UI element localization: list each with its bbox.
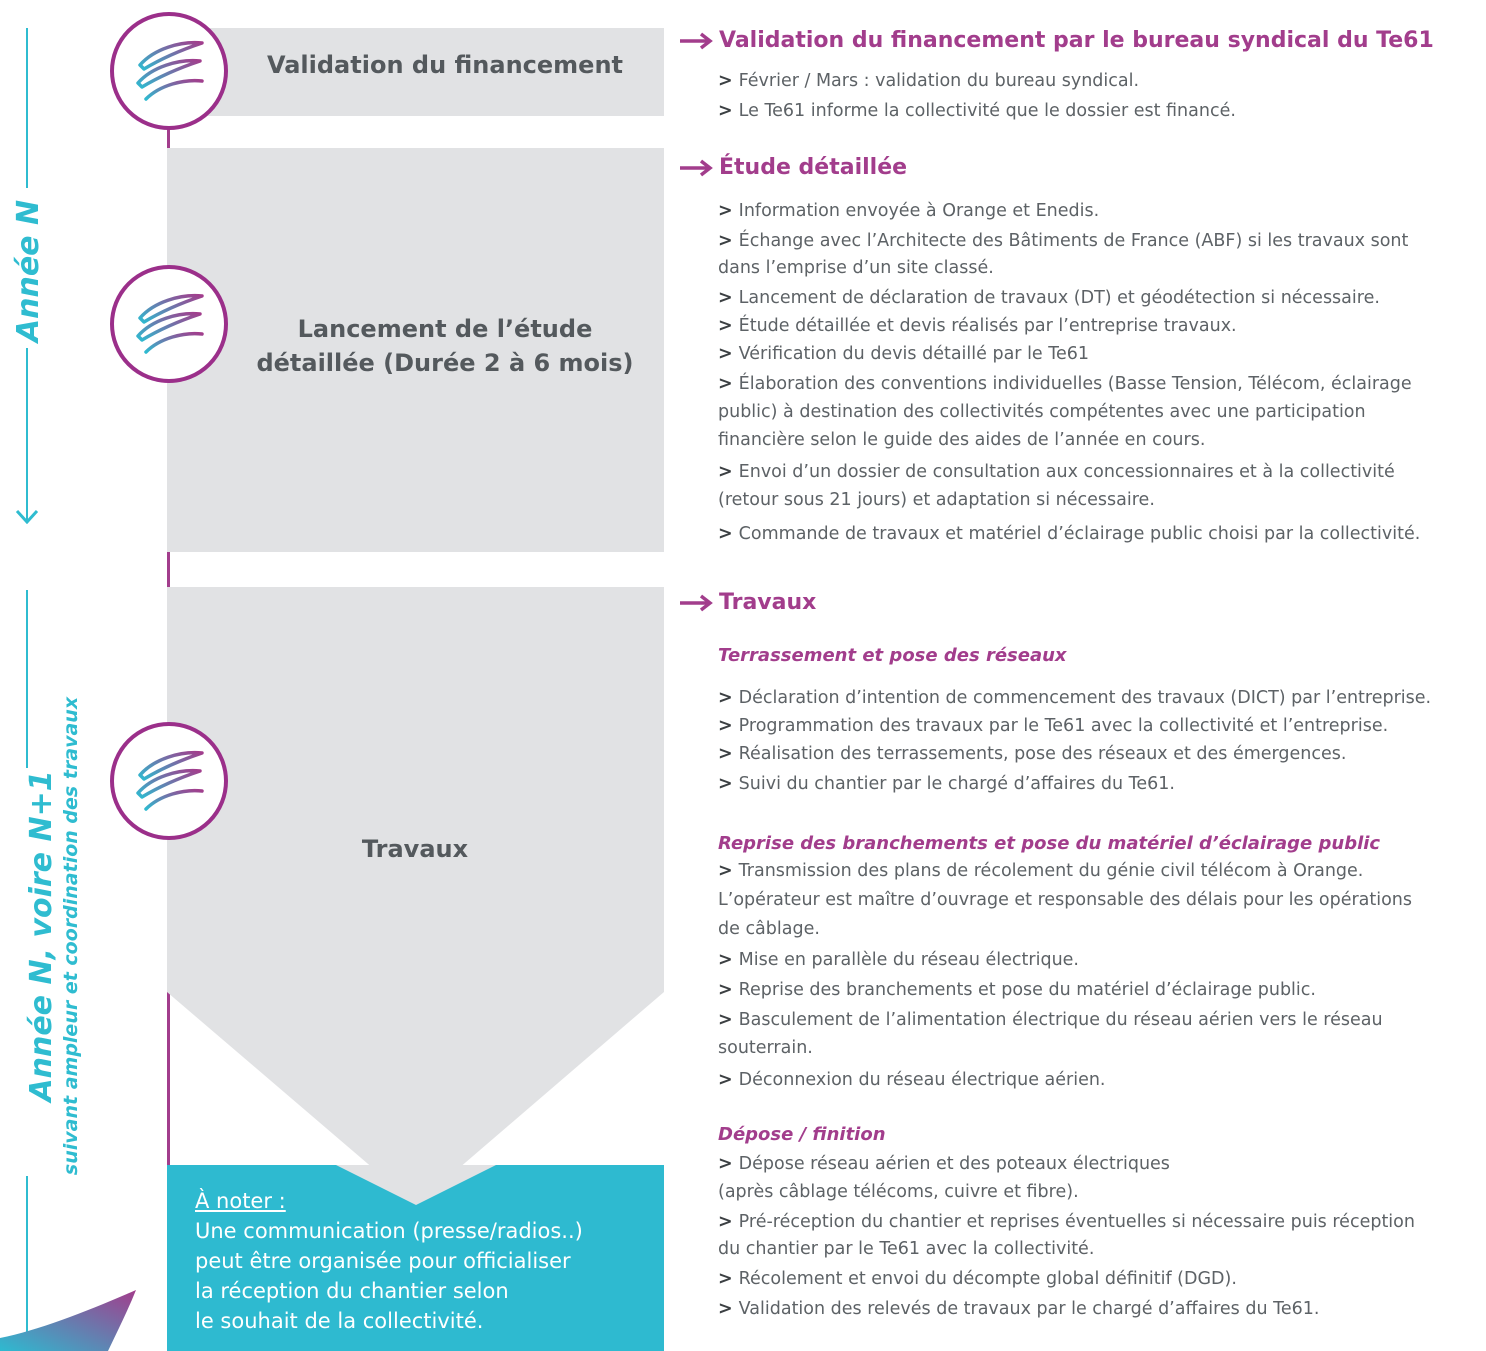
list-item: >Reprise des branchements et pose du mat…: [718, 980, 1316, 1000]
step-badge: [110, 722, 228, 840]
list-item: >Programmation des travaux par le Te61 a…: [718, 716, 1389, 736]
swoosh-logo-icon: [136, 750, 204, 811]
section-title-travaux: Travaux: [679, 590, 816, 615]
note-line: peut être organisée pour officialiser: [195, 1249, 571, 1273]
logo-corner-icon: [0, 1290, 136, 1351]
arrow-down-icon: [16, 510, 38, 524]
note-line: la réception du chantier selon: [195, 1279, 509, 1303]
list-item: >Récolement et envoi du décompte global …: [718, 1269, 1237, 1289]
subsection-title-terrassement: Terrassement et pose des réseaux: [718, 645, 1067, 666]
list-item: >Mise en parallèle du réseau électrique.: [718, 950, 1079, 970]
list-item: >Étude détaillée et devis réalisés par l…: [718, 316, 1237, 336]
list-item: >Transmission des plans de récolement du…: [718, 861, 1364, 881]
step-title-travaux: Travaux: [361, 835, 469, 863]
list-item: >Réalisation des terrassements, pose des…: [718, 744, 1347, 764]
list-item: >Février / Mars : validation du bureau s…: [718, 71, 1140, 91]
arrow-right-icon: [680, 159, 713, 177]
step-title-validation: Validation du financement: [266, 51, 624, 79]
list-item: >Basculement de l’alimentation électriqu…: [718, 1010, 1383, 1030]
step-badge: [110, 265, 228, 383]
subsection-title-depose: Dépose / finition: [718, 1124, 886, 1145]
list-item: >Information envoyée à Orange et Enedis.: [718, 201, 1100, 221]
list-item: >Validation des relevés de travaux par l…: [718, 1299, 1320, 1319]
period-line-top: [26, 28, 28, 188]
list-item-continued: (après câblage télécoms, cuivre et fibre…: [718, 1182, 1079, 1202]
list-item-continued: L’opérateur est maître d’ouvrage et resp…: [718, 890, 1413, 910]
note-title: À noter :: [195, 1189, 286, 1213]
period-line-bottom: [26, 1176, 28, 1346]
note-line: Une communication (presse/radios..): [195, 1219, 583, 1243]
subsection-title-reprise: Reprise des branchements et pose du maté…: [718, 833, 1381, 854]
list-item-continued: (retour sous 21 jours) et adaptation si …: [718, 490, 1155, 510]
list-item: >Suivi du chantier par le chargé d’affai…: [718, 774, 1175, 794]
note-box: À noter : Une communication (presse/radi…: [167, 1165, 664, 1351]
list-item: >Échange avec l’Architecte des Bâtiments…: [718, 231, 1409, 251]
list-item: >Pré-réception du chantier et reprises é…: [718, 1212, 1415, 1232]
step-title-etude: Lancement de l’étude détaillée (Durée 2 …: [256, 315, 634, 377]
list-item: >Vérification du devis détaillé par le T…: [718, 344, 1090, 364]
period-line-bottom: [26, 348, 28, 520]
list-item: >Déconnexion du réseau électrique aérien…: [718, 1070, 1106, 1090]
arrow-right-icon: [680, 594, 713, 612]
list-item: >Déclaration d’intention de commencement…: [718, 688, 1432, 708]
list-item: >Envoi d’un dossier de consultation aux …: [718, 462, 1395, 482]
step-block-validation: [167, 28, 664, 116]
list-item: >Commande de travaux et matériel d’éclai…: [718, 524, 1421, 544]
period-line-top: [26, 590, 28, 768]
section-title-etude: Étude détaillée: [679, 155, 907, 180]
swoosh-logo-icon: [136, 40, 204, 101]
list-item-continued: du chantier par le Te61 avec la collecti…: [718, 1239, 1095, 1259]
arrow-right-icon: [680, 32, 713, 50]
step-block-etude: [167, 148, 664, 552]
list-item-continued: souterrain.: [718, 1038, 813, 1058]
note-line: le souhait de la collectivité.: [195, 1309, 484, 1333]
list-item-continued: dans l’emprise d’un site classé.: [718, 258, 994, 278]
swoosh-logo-icon: [136, 293, 204, 354]
list-item-continued: de câblage.: [718, 919, 820, 939]
step-badge: [110, 12, 228, 130]
list-item: >Lancement de déclaration de travaux (DT…: [718, 288, 1380, 308]
list-item: >Élaboration des conventions individuell…: [718, 374, 1412, 394]
section-title-validation: Validation du financement par le bureau …: [679, 28, 1434, 53]
chevron-tip: [336, 1165, 496, 1205]
period-year-n1-label: Année N, voire N+1 suivant ampleur et co…: [24, 696, 82, 1176]
list-item: >Dépose réseau aérien et des poteaux éle…: [718, 1154, 1170, 1174]
list-item-continued: financière selon le guide des aides de l…: [718, 430, 1206, 450]
list-item-continued: public) à destination des collectivités …: [718, 402, 1366, 422]
list-item: >Le Te61 informe la collectivité que le …: [718, 101, 1236, 121]
step-block-travaux: [167, 587, 664, 1205]
period-year-n-label: Année N: [11, 199, 46, 343]
